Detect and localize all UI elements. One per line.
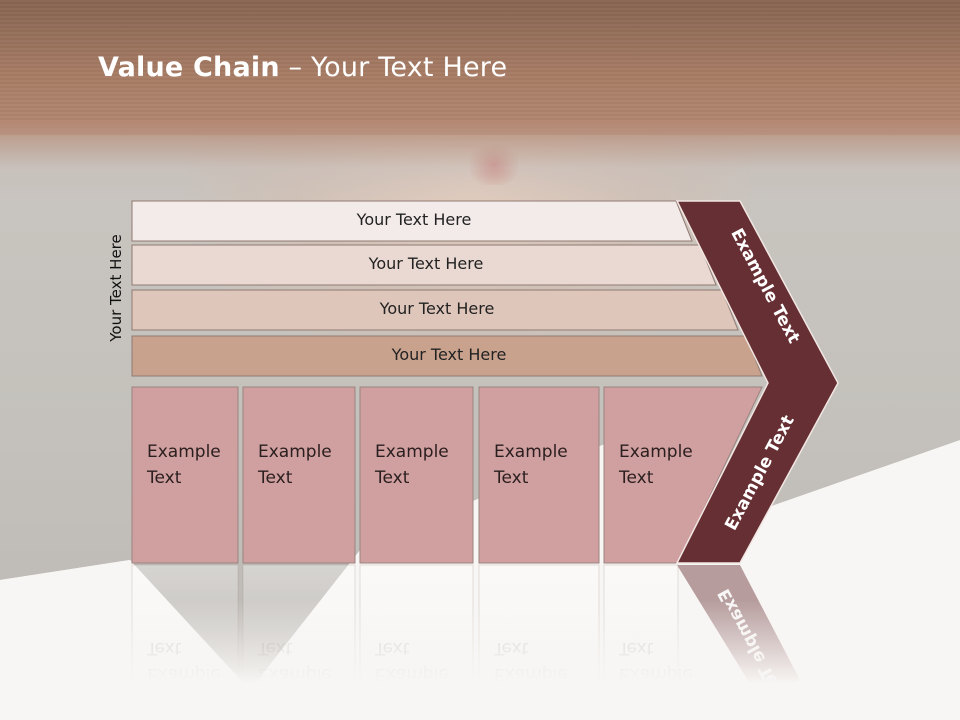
cell-label-line2: Text bbox=[258, 468, 293, 488]
title-bold: Value Chain bbox=[98, 52, 280, 83]
cell-label-line1: Example bbox=[494, 442, 568, 462]
row-bar bbox=[131, 200, 693, 242]
row-bar bbox=[131, 244, 717, 286]
row-label: Your Text Here bbox=[368, 254, 484, 273]
value-cell bbox=[359, 386, 474, 564]
slide-title: Value Chain – Your Text Here bbox=[98, 52, 507, 96]
value-cell bbox=[242, 386, 356, 564]
header-band bbox=[0, 0, 960, 135]
cell-label-line2: Text bbox=[619, 468, 654, 488]
row-label: Your Text Here bbox=[391, 345, 507, 364]
row-label: Your Text Here bbox=[356, 210, 472, 229]
value-cell bbox=[131, 386, 239, 564]
header-fade bbox=[0, 120, 960, 200]
bottom-fade bbox=[0, 600, 960, 720]
cell-label-line1: Example bbox=[258, 442, 332, 462]
header-band-texture bbox=[0, 0, 960, 135]
row-bar bbox=[131, 289, 739, 331]
cell-label-line1: Example bbox=[375, 442, 449, 462]
value-cell bbox=[478, 386, 600, 564]
cell-label-line2: Text bbox=[375, 468, 410, 488]
row-label: Your Text Here bbox=[379, 299, 495, 318]
row-bar bbox=[131, 335, 763, 377]
chevron-arrow bbox=[675, 200, 839, 564]
title-rest: – Your Text Here bbox=[279, 52, 508, 83]
cell-label-line2: Text bbox=[147, 468, 182, 488]
cell-label-line1: Example bbox=[619, 442, 693, 462]
cell-label-line1: Example bbox=[147, 442, 221, 462]
cell-label-line2: Text bbox=[494, 468, 529, 488]
